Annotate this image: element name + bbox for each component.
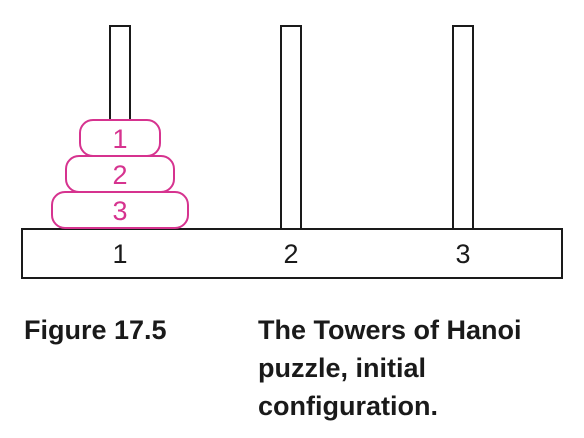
peg-2 <box>280 25 302 230</box>
figure-label: Figure 17.5 <box>24 315 167 345</box>
disk-2-label: 2 <box>112 160 127 190</box>
peg-3 <box>452 25 474 230</box>
towers-of-hanoi-diagram: 1 2 3 3 2 1 <box>21 25 563 279</box>
disk-1 <box>79 119 161 157</box>
figure-caption: The Towers of Hanoi puzzle, initial conf… <box>258 315 522 421</box>
base-label-peg-3: 3 <box>455 239 470 269</box>
disk-1-label: 1 <box>112 124 127 154</box>
base-platform <box>21 228 563 279</box>
disk-3-label: 3 <box>112 196 127 226</box>
base-label-peg-2: 2 <box>283 239 298 269</box>
base-label-peg-1: 1 <box>112 239 127 269</box>
